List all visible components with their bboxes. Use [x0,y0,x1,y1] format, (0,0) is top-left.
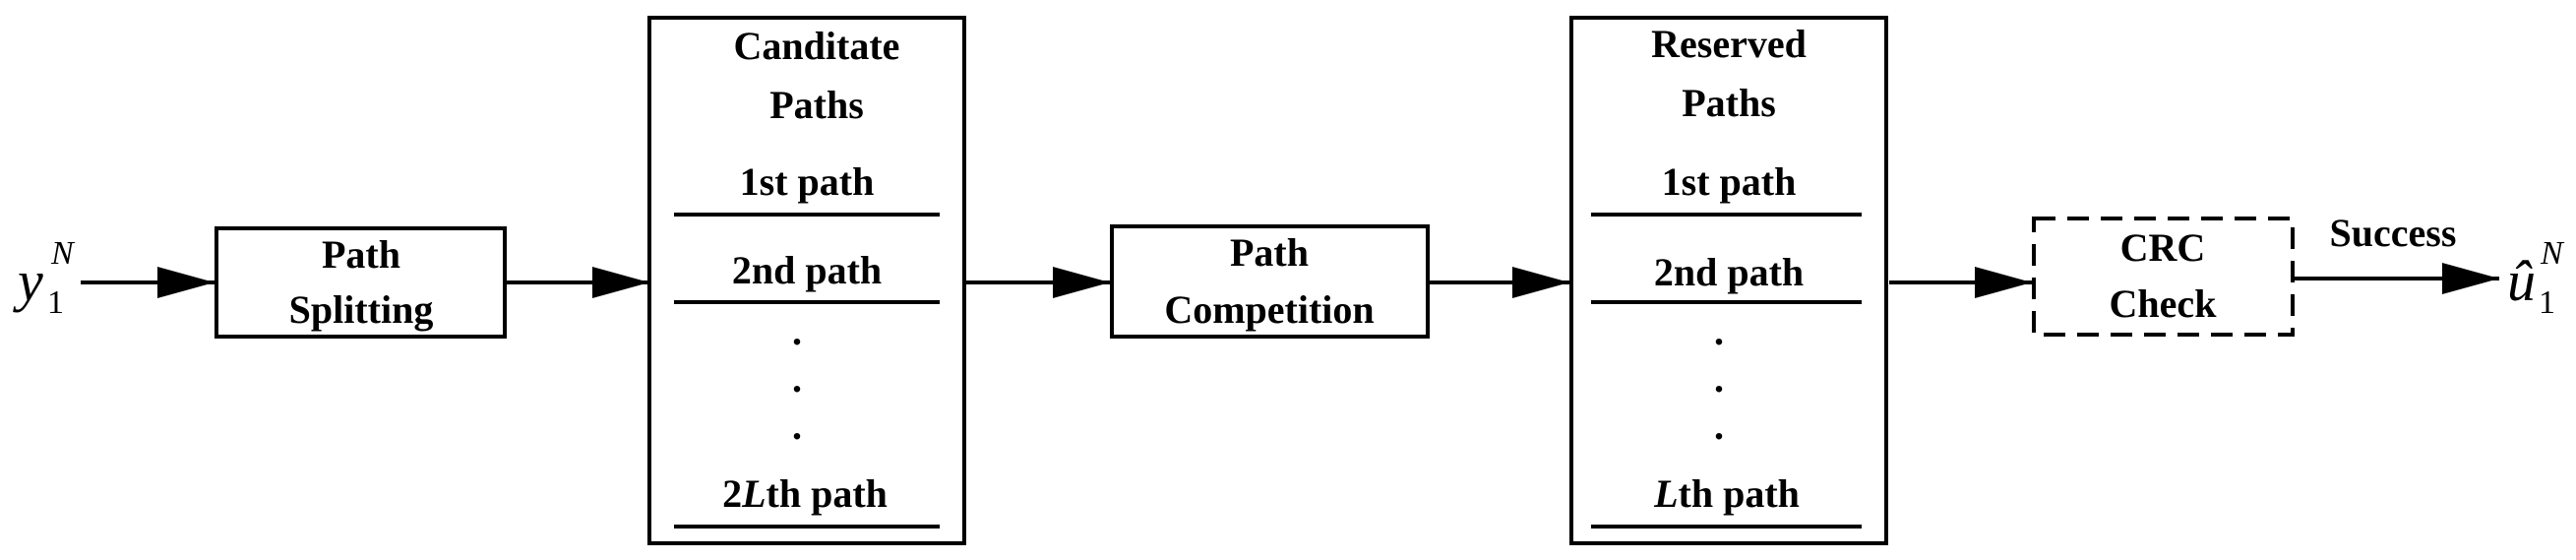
reserved-path-row: 1st path [1662,159,1797,204]
crc-check-block: CRC Check [2032,217,2295,337]
candidate-paths-title-line1: Canditate [734,24,900,68]
reserved-ellipsis-dot: . [1714,356,1724,401]
candidate-ellipsis-dot: . [792,356,802,401]
candidate-paths-title-line2: Paths [769,83,864,127]
reserved-ellipsis-dot: . [1714,404,1724,448]
input-symbol-base: y [13,249,43,313]
output-symbol-base: û [2507,249,2536,313]
reserved-path-row: 2nd path [1654,250,1804,294]
candidate-path-last-row: 2Lth path [722,471,888,516]
path-splitting-block: Path Splitting [215,226,507,339]
reserved-ellipsis-dot: . [1714,309,1724,353]
candidate-path-row: 1st path [740,159,875,204]
success-label: Success [2330,211,2457,255]
path-competition-box [1110,224,1430,339]
output-symbol: û 1 N [2507,235,2565,321]
candidate-paths-block: Canditate Paths 1st path 2nd path . . . … [647,16,966,545]
path-competition-label-line2: Competition [1164,287,1374,332]
crc-check-label-line2: Check [2110,281,2218,326]
path-splitting-label-line2: Splitting [289,287,434,332]
reserved-paths-title-line1: Reserved [1651,22,1807,66]
candidate-ellipsis-dot: . [792,404,802,448]
output-symbol-superscript: N [2540,235,2565,272]
path-splitting-label-line1: Path [322,232,400,277]
reserved-paths-box [1569,16,1888,545]
input-symbol-subscript: 1 [47,284,64,321]
input-symbol: y 1 N [13,235,76,321]
candidate-ellipsis-dot: . [792,309,802,353]
input-symbol-superscript: N [50,235,76,272]
candidate-path-row: 2nd path [732,248,882,292]
path-competition-label-line1: Path [1230,230,1309,275]
crc-check-label-line1: CRC [2120,225,2206,270]
reserved-paths-title-line2: Paths [1682,81,1776,125]
path-splitting-box [215,226,507,339]
crc-check-box [2032,217,2295,337]
path-competition-block: Path Competition [1110,224,1430,339]
output-symbol-subscript: 1 [2539,284,2555,321]
reserved-paths-block: Reserved Paths 1st path 2nd path . . . L… [1569,16,1888,545]
candidate-paths-box [647,16,966,545]
reserved-path-last-row: Lth path [1653,471,1800,516]
